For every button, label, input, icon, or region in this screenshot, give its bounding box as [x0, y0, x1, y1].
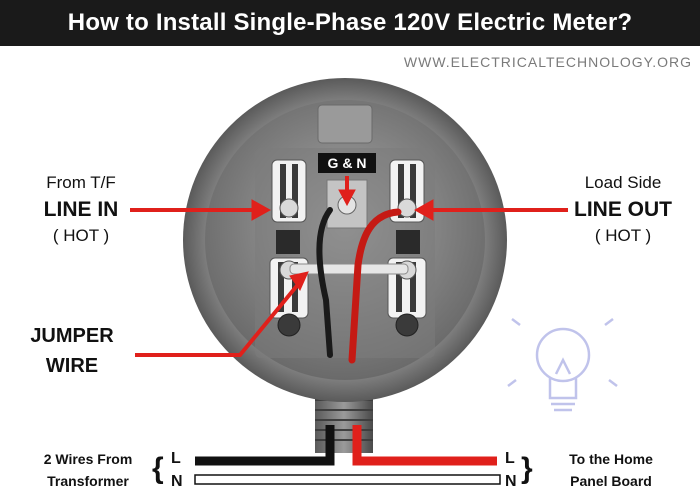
arrow-jumper: [135, 271, 309, 357]
jumper-label-2: WIRE: [45, 355, 99, 377]
website-url: WWW.ELECTRICALTECHNOLOGY.ORG: [403, 54, 692, 70]
arrow-line-in: [130, 199, 272, 221]
dest-label-1: To the Home: [569, 451, 653, 467]
source-n-label: N: [171, 473, 183, 490]
line-out-from-label: Load Side: [584, 173, 662, 192]
gn-label: G & N: [318, 153, 376, 173]
dest-n-label: N: [505, 473, 517, 490]
left-insulator: [276, 230, 300, 254]
lightbulb-icon: [507, 318, 618, 412]
line-out-note: ( HOT ): [594, 226, 652, 245]
mount-tab: [317, 104, 373, 144]
page-title: How to Install Single-Phase 120V Electri…: [0, 0, 700, 46]
left-mount-screw: [277, 313, 301, 337]
bottom-white-wire: [194, 474, 501, 485]
line-in-note: ( HOT ): [52, 226, 110, 245]
jumper-label-1: JUMPER: [30, 325, 114, 347]
red-hot-wire: [348, 208, 402, 364]
right-insulator: [396, 230, 420, 254]
bottom-black-wire: [195, 425, 335, 466]
right-top-jaw: [389, 159, 425, 223]
bottom-red-wire: [352, 425, 497, 466]
source-label-1: 2 Wires From: [43, 451, 133, 467]
left-top-jaw: [271, 159, 307, 223]
source-l-label: L: [171, 450, 181, 467]
dest-label-2: Panel Board: [570, 473, 652, 489]
dest-brace: }: [521, 452, 533, 485]
source-brace: {: [152, 452, 164, 485]
line-out-title: LINE OUT: [574, 198, 672, 221]
arrow-gn: [338, 176, 356, 207]
source-label-2: Transformer: [47, 473, 129, 489]
line-in-title: LINE IN: [43, 198, 119, 221]
right-mount-screw: [395, 313, 419, 337]
black-neutral-wire: [316, 207, 333, 358]
dest-l-label: L: [505, 450, 515, 467]
arrow-line-out: [413, 199, 568, 221]
line-in-from-label: From T/F: [46, 173, 116, 192]
